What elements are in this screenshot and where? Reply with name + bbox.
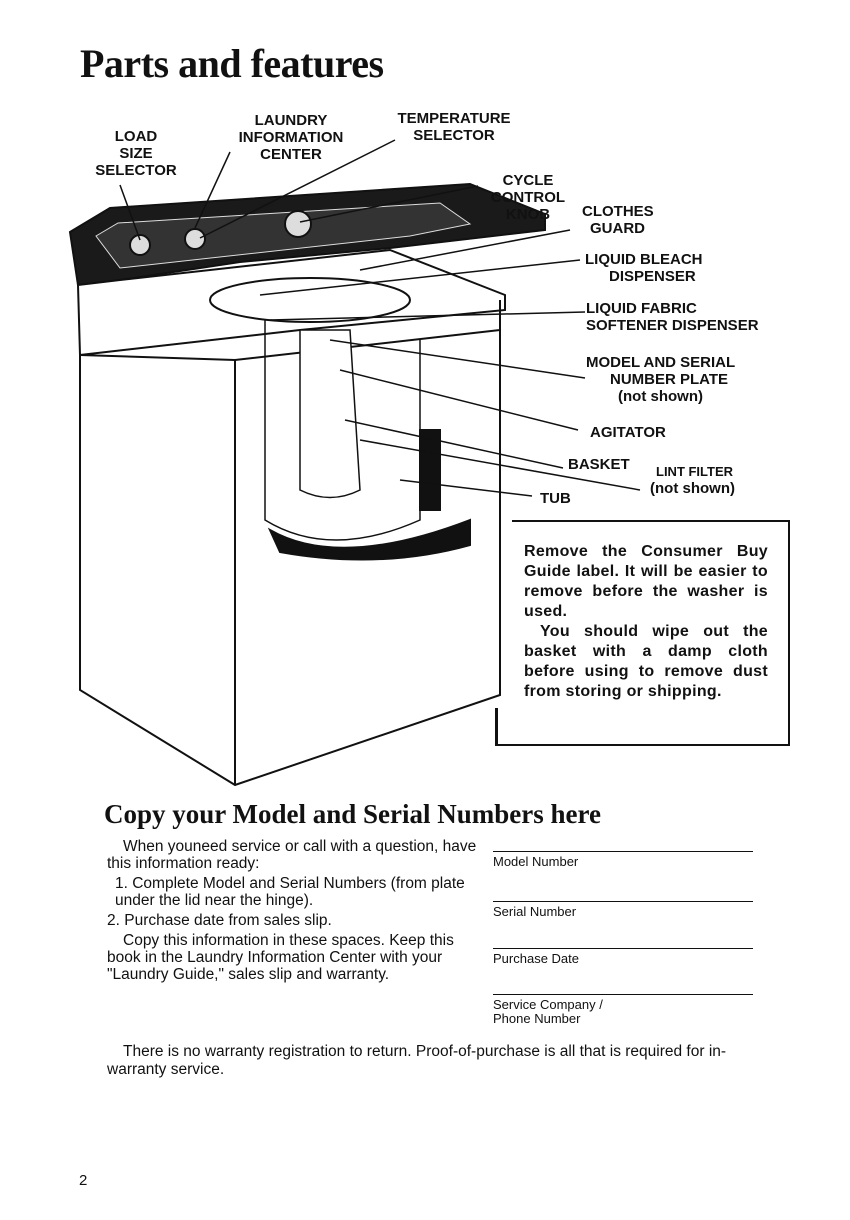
serial-number-field[interactable]: Serial Number bbox=[493, 901, 753, 919]
temperature-knob bbox=[184, 228, 206, 250]
leader-model-plate bbox=[329, 339, 586, 379]
cycle-control-knob bbox=[284, 210, 312, 238]
leader-cycle bbox=[299, 185, 479, 223]
page-number: 2 bbox=[79, 1172, 88, 1189]
basket bbox=[264, 320, 421, 541]
copy-item-1: 1. Complete Model and Serial Numbers (fr… bbox=[115, 875, 465, 909]
leader-laundry-info bbox=[194, 151, 231, 229]
leader-bleach bbox=[259, 259, 581, 296]
label-lint-filter: LINT FILTER (not shown) bbox=[650, 464, 735, 497]
model-number-label: Model Number bbox=[493, 854, 579, 869]
serial-number-label: Serial Number bbox=[493, 904, 577, 919]
notice-box: Remove the Consumer Buy Guide label. It … bbox=[495, 520, 790, 746]
label-agitator: AGITATOR bbox=[590, 424, 666, 441]
notice-text: Remove the Consumer Buy Guide label. It … bbox=[524, 542, 768, 702]
copy-instructions: When youneed service or call with a ques… bbox=[107, 838, 477, 986]
warranty-note: There is no warranty registration to ret… bbox=[107, 1043, 727, 1078]
washer-illustration bbox=[68, 139, 641, 787]
purchase-date-field[interactable]: Purchase Date bbox=[493, 948, 753, 966]
agitator bbox=[299, 329, 361, 499]
console-panel bbox=[95, 202, 472, 269]
leader-softener bbox=[269, 311, 586, 321]
leader-agitator bbox=[339, 369, 579, 431]
notice-paragraph-1: Remove the Consumer Buy Guide label. It … bbox=[524, 543, 768, 620]
service-company-field[interactable]: Service Company / Phone Number bbox=[493, 994, 753, 1026]
service-company-label: Service Company / Phone Number bbox=[493, 997, 603, 1026]
tub-opening bbox=[209, 277, 411, 323]
leader-clothes-guard bbox=[359, 229, 571, 271]
page-title: Parts and features bbox=[80, 41, 384, 86]
notice-paragraph-2: You should wipe out the basket with a da… bbox=[524, 623, 768, 700]
model-number-field[interactable]: Model Number bbox=[493, 851, 753, 869]
copy-item-2: 2. Purchase date from sales slip. bbox=[107, 912, 332, 929]
leader-load-size bbox=[119, 184, 141, 241]
leader-lint-filter bbox=[359, 439, 641, 491]
leader-temperature bbox=[199, 139, 396, 239]
copy-intro: When youneed service or call with a ques… bbox=[107, 838, 477, 872]
copy-paragraph: Copy this information in these spaces. K… bbox=[107, 932, 454, 983]
label-basket: BASKET bbox=[568, 456, 630, 473]
label-model-plate: MODEL AND SERIAL NUMBER PLATE (not shown… bbox=[586, 354, 736, 405]
leader-basket bbox=[344, 419, 564, 469]
load-size-knob bbox=[129, 234, 151, 256]
copy-section-heading: Copy your Model and Serial Numbers here bbox=[104, 799, 602, 829]
leader-tub bbox=[399, 479, 533, 497]
purchase-date-label: Purchase Date bbox=[493, 951, 579, 966]
label-tub: TUB bbox=[540, 490, 571, 507]
